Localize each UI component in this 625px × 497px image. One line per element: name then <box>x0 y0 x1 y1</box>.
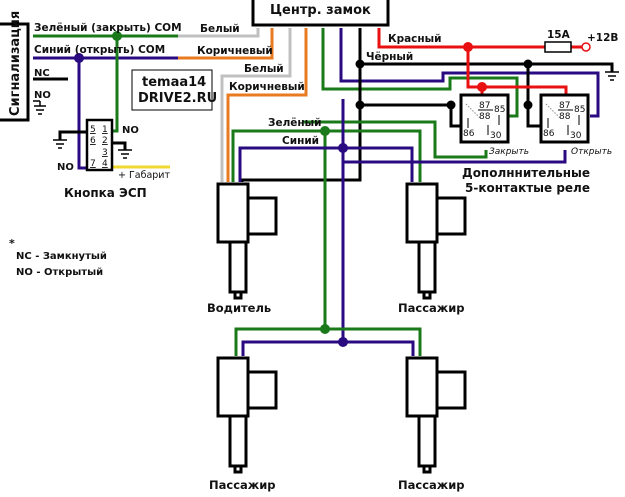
junction-red-1 <box>463 42 473 52</box>
pin-1: 1 <box>102 125 108 135</box>
relay-close-pin87: 87 <box>479 101 490 111</box>
pin-3: 3 <box>102 148 108 158</box>
junction-black-1 <box>355 59 365 69</box>
junction-black-5 <box>523 100 533 110</box>
actuator-passenger-rear-right-label: Пассажир <box>398 478 465 492</box>
relay-close: 87 88 85 86 30 <box>459 93 510 144</box>
relay-close-pin86: 86 <box>463 129 475 139</box>
central-lock-label: Центр. замок <box>270 3 371 18</box>
junction-blue-alarm <box>74 53 84 63</box>
label-button-no-left: NO <box>57 162 74 173</box>
central-lock-block <box>251 0 390 27</box>
wire-brown-1 <box>178 28 274 60</box>
actuator-passenger-front <box>405 182 467 300</box>
wire-blue-lock <box>339 28 600 118</box>
junction-green-rear <box>320 324 330 334</box>
wire-button-ground-left <box>58 130 87 140</box>
label-nc: NC <box>34 68 50 79</box>
pin-7: 7 <box>90 159 96 169</box>
relay-close-label: Закрыть <box>489 147 529 157</box>
actuator-driver-label: Водитель <box>207 301 271 315</box>
junction-black-4 <box>446 100 456 110</box>
junction-blue-front <box>338 143 348 153</box>
wire-blue-to-button <box>77 58 87 170</box>
wire-white-2 <box>220 28 292 182</box>
relays-title-line2: 5-контактые реле <box>465 181 590 195</box>
watermark-line2: DRIVE2.RU <box>138 91 217 106</box>
wire-white-1 <box>178 28 260 38</box>
label-red: Красный <box>388 33 442 45</box>
relay-open-pin88: 88 <box>559 112 571 122</box>
label-black: Чёрный <box>366 51 413 63</box>
relay-open-pin30: 30 <box>570 131 582 141</box>
label-brown-1: Коричневый <box>197 45 273 57</box>
actuator-passenger-front-label: Пассажир <box>398 301 465 315</box>
junction-green-front <box>320 126 330 136</box>
fuse-icon <box>544 41 572 53</box>
label-white-2: Белый <box>244 63 284 75</box>
relay-open-pin87: 87 <box>559 101 570 111</box>
wire-brown-2 <box>226 28 308 182</box>
label-button-no-right: NO <box>122 125 139 136</box>
label-white-1: Белый <box>200 23 240 35</box>
wire-blue-bus <box>238 146 414 342</box>
relay-open: 87 88 85 86 30 <box>539 93 590 144</box>
label-blue-open-com: Синий (открыть) COM <box>34 44 165 56</box>
relay-open-pin85: 85 <box>574 105 585 115</box>
actuator-passenger-rear-right <box>405 356 467 474</box>
alarm-block <box>0 22 30 122</box>
legend-star: * <box>9 237 15 250</box>
ground-icon <box>605 71 619 81</box>
esp-button-pins: 5 1 6 2 3 7 4 <box>90 125 108 169</box>
junction-black-2 <box>355 100 365 110</box>
wire-blue-rear <box>241 340 415 356</box>
label-12v: +12В <box>587 32 618 44</box>
relay-open-pin86: 86 <box>543 129 555 139</box>
label-fuse: 15A <box>547 29 571 41</box>
junction-dots <box>74 31 533 347</box>
relay-open-label: Открыть <box>571 147 612 157</box>
actuator-passenger-rear-left-label: Пассажир <box>209 478 276 492</box>
junction-red-2 <box>477 82 487 92</box>
alarm-label: Сигнализация <box>8 11 23 116</box>
label-blue: Синий <box>282 135 319 147</box>
junction-blue-rear <box>338 337 348 347</box>
label-green: Зелёный <box>268 117 322 129</box>
terminal-12v-icon <box>581 42 591 52</box>
actuator-driver <box>216 182 278 300</box>
wire-button-ground-right <box>112 141 127 150</box>
relay-close-pin85: 85 <box>494 105 505 115</box>
relay-close-pin30: 30 <box>490 131 502 141</box>
label-green-close-com: Зелёный (закрыть) COM <box>34 22 182 34</box>
wire-black-relay-feed <box>240 64 541 182</box>
wire-green-from-relay <box>325 120 488 159</box>
junction-green-alarm <box>112 31 122 41</box>
wire-green-to-button <box>112 36 119 133</box>
wire-green-lock <box>321 28 519 118</box>
esp-button-title: Кнопка ЭСП <box>64 186 147 200</box>
actuator-passenger-rear-left <box>216 356 278 474</box>
label-no: NO <box>34 90 51 101</box>
esp-button-block <box>85 118 114 172</box>
watermark-line1: temaa14 <box>142 75 206 90</box>
ground-icon <box>118 149 132 159</box>
watermark-box <box>131 69 213 111</box>
pin-5: 5 <box>90 125 96 135</box>
label-brown-2: Коричневый <box>229 81 305 93</box>
relay-close-pin88: 88 <box>479 112 491 122</box>
ground-icon <box>53 139 67 149</box>
pin-4: 4 <box>102 159 108 169</box>
junction-black-3 <box>523 59 533 69</box>
pin-2: 2 <box>102 136 108 146</box>
legend-no: NO - Открытый <box>16 267 103 278</box>
label-parking-light: + Габарит <box>118 170 170 181</box>
legend-nc: NC - Замкнутый <box>16 251 107 262</box>
wire-blue-open-relay <box>343 150 567 164</box>
pin-6: 6 <box>90 136 96 146</box>
wire-red-lock <box>377 28 545 49</box>
ground-icon <box>33 100 46 115</box>
relays-title-line1: Дополннительные <box>462 166 590 180</box>
